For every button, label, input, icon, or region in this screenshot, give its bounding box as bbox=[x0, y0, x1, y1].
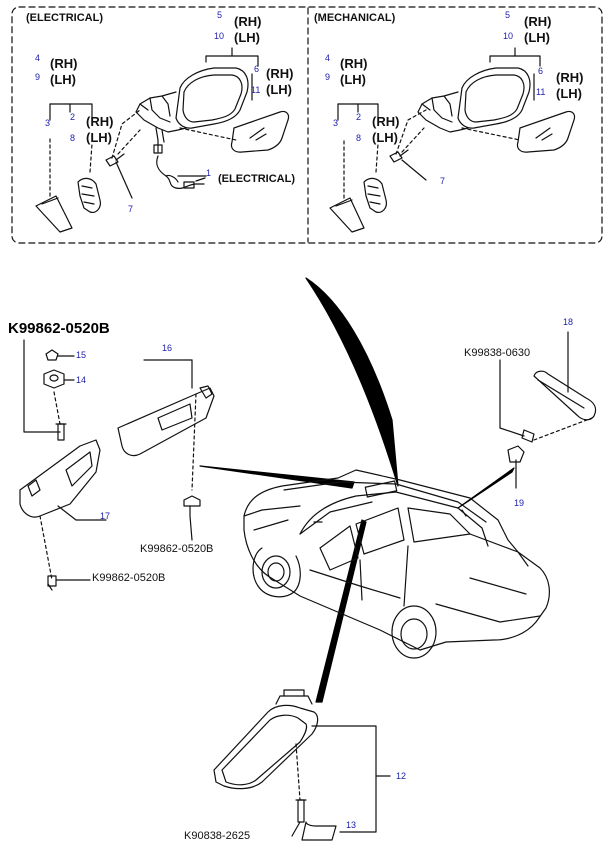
callout-9: 9 bbox=[35, 72, 41, 82]
rh-label: (RH) bbox=[86, 114, 114, 129]
callout-18: 18 bbox=[563, 317, 574, 327]
rh-label: (RH) bbox=[556, 70, 584, 85]
lh-label: (LH) bbox=[556, 86, 582, 101]
callout-8: 8 bbox=[356, 133, 362, 143]
part-number: K99862-0520B bbox=[140, 543, 214, 555]
part-number: K90838-2625 bbox=[184, 830, 251, 842]
callout-16: 16 bbox=[162, 343, 173, 353]
callout-4: 4 bbox=[35, 53, 41, 63]
callout-1: 1 bbox=[206, 168, 212, 178]
inner-mirror-drawing bbox=[213, 689, 391, 841]
callout-17: 17 bbox=[100, 511, 111, 521]
callout-8: 8 bbox=[70, 133, 76, 143]
callout-14: 14 bbox=[76, 375, 87, 385]
callout-5: 5 bbox=[217, 10, 223, 20]
wedge-to-sunvisor bbox=[199, 465, 355, 489]
assist-handle-drawing bbox=[499, 331, 597, 489]
callout-2: 2 bbox=[356, 112, 362, 122]
callout-7: 7 bbox=[440, 176, 446, 186]
rh-label: (RH) bbox=[266, 66, 294, 81]
callout-13: 13 bbox=[346, 820, 357, 830]
rh-label: (RH) bbox=[372, 114, 400, 129]
lh-label: (LH) bbox=[266, 82, 292, 97]
rh-label: (RH) bbox=[50, 56, 78, 71]
callout-6: 6 bbox=[538, 66, 544, 76]
wedge-to-handle bbox=[457, 467, 515, 509]
rh-label: (RH) bbox=[234, 14, 262, 29]
callout-15: 15 bbox=[76, 350, 87, 360]
mechanical-title: (MECHANICAL) bbox=[314, 12, 396, 24]
callout-3: 3 bbox=[333, 118, 339, 128]
callout-10: 10 bbox=[214, 31, 225, 41]
lh-label: (LH) bbox=[86, 130, 112, 145]
callout-6: 6 bbox=[254, 64, 260, 74]
rh-label: (RH) bbox=[524, 14, 552, 29]
lh-label: (LH) bbox=[50, 72, 76, 87]
sunvisor-drawing bbox=[19, 339, 215, 591]
part-number: K99862-0520B bbox=[92, 572, 166, 584]
rh-label: (RH) bbox=[340, 56, 368, 71]
part-number: K99862-0520B bbox=[8, 320, 110, 337]
lh-label: (LH) bbox=[340, 72, 366, 87]
callout-10: 10 bbox=[503, 31, 514, 41]
callout-7: 7 bbox=[128, 204, 134, 214]
callout-4: 4 bbox=[325, 53, 331, 63]
callout-9: 9 bbox=[325, 72, 331, 82]
part-number: K99838-0630 bbox=[464, 347, 531, 359]
lh-label: (LH) bbox=[372, 130, 398, 145]
callout-11: 11 bbox=[251, 85, 261, 95]
callout-2: 2 bbox=[70, 112, 76, 122]
callout-12: 12 bbox=[396, 771, 407, 781]
wedge-to-outside-mirror bbox=[305, 277, 399, 487]
callout-5: 5 bbox=[505, 10, 511, 20]
callout-19: 19 bbox=[514, 498, 525, 508]
lh-label: (LH) bbox=[234, 30, 260, 45]
mechanical-mirror-drawing bbox=[329, 47, 576, 233]
wedge-to-inner-mirror bbox=[315, 519, 367, 703]
callout-11: 11 bbox=[536, 87, 546, 97]
electrical-wire-label: (ELECTRICAL) bbox=[218, 173, 295, 185]
electrical-mirror-drawing bbox=[35, 47, 290, 233]
callout-3: 3 bbox=[45, 118, 51, 128]
car-drawing bbox=[243, 469, 550, 659]
lh-label: (LH) bbox=[524, 30, 550, 45]
electrical-title: (ELECTRICAL) bbox=[26, 12, 103, 24]
